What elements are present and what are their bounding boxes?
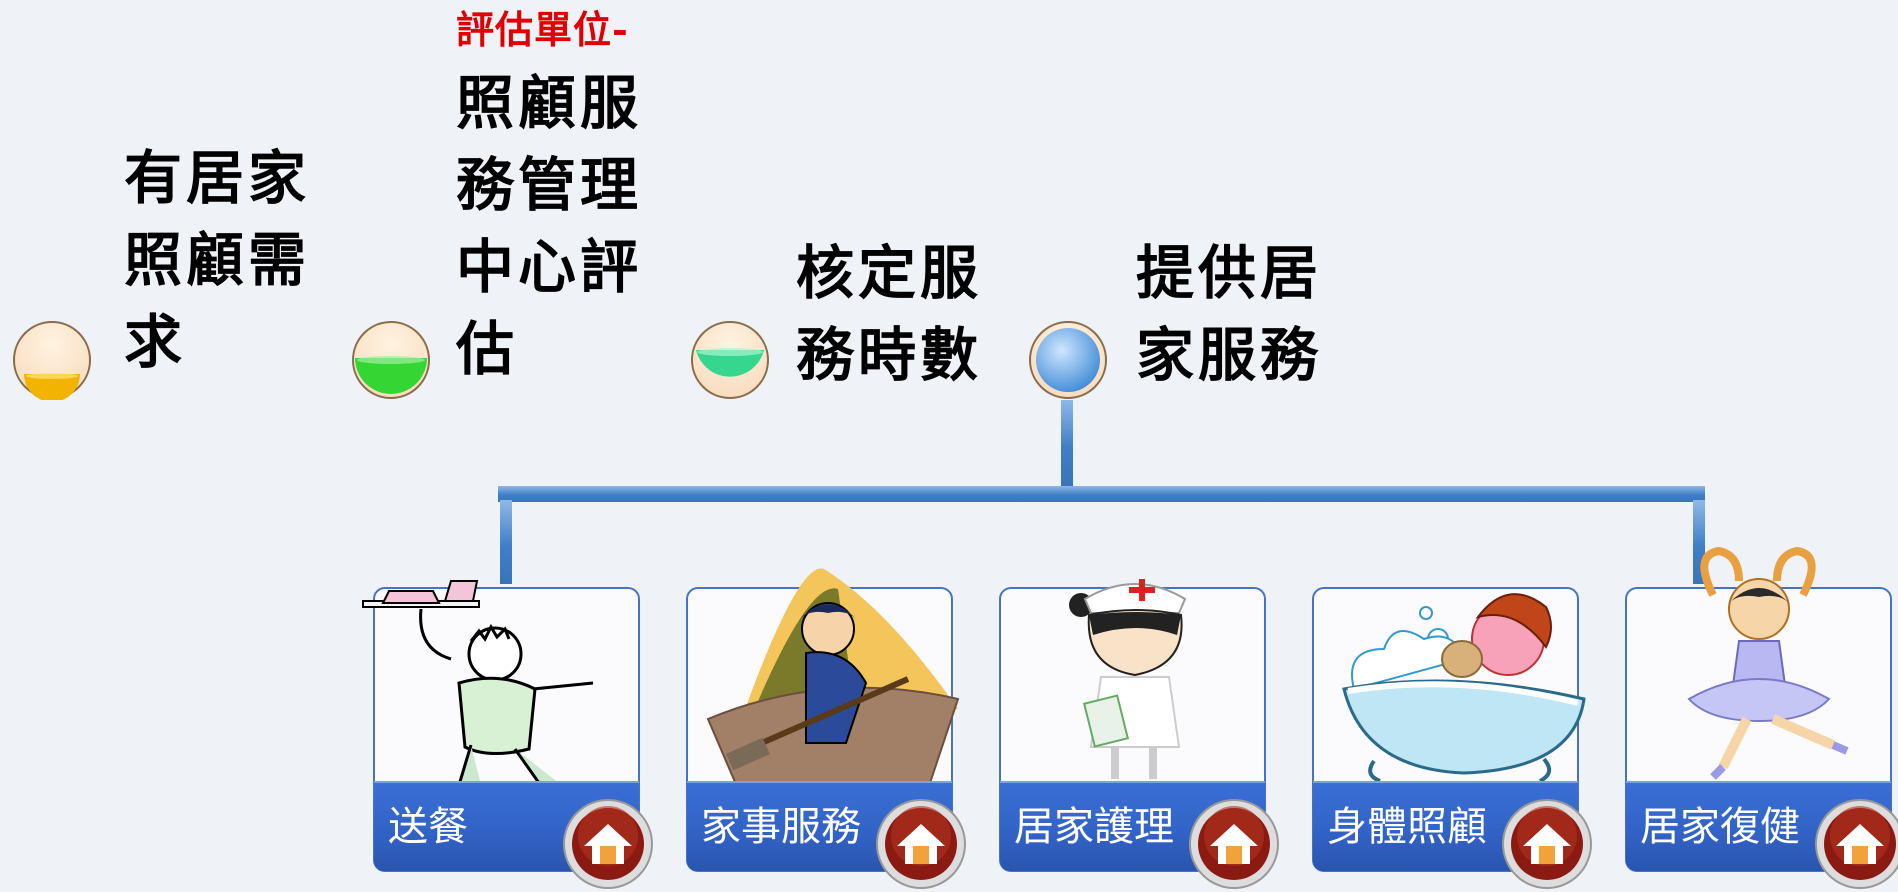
service-label: 居家復健 bbox=[1640, 804, 1800, 850]
step-4-circle-icon bbox=[1029, 321, 1107, 399]
connector-left-drop bbox=[500, 500, 512, 584]
step-1-circle-icon bbox=[13, 321, 91, 400]
nurse-icon bbox=[1069, 579, 1187, 779]
cleaning-icon bbox=[706, 568, 960, 791]
step-2-note: 評估單位- bbox=[456, 7, 629, 52]
ballet-icon bbox=[1687, 546, 1849, 780]
service-label: 身體照顧 bbox=[1327, 804, 1487, 850]
step-2-text: 照顧服 務管理 中心評 估 bbox=[456, 69, 643, 383]
step-4-text: 提供居 家服務 bbox=[1136, 239, 1323, 389]
service-card-meal[interactable]: 送餐 bbox=[362, 580, 653, 889]
service-card-rehabilitation[interactable]: 居家復健 bbox=[1625, 546, 1898, 889]
service-card-personal-care[interactable]: 身體照顧 bbox=[1312, 587, 1592, 889]
step-3-text: 核定服 務時數 bbox=[796, 239, 983, 389]
service-card-home-nursing[interactable]: 居家護理 bbox=[999, 579, 1279, 889]
service-label: 家事服務 bbox=[701, 804, 861, 850]
step-2-circle-icon bbox=[352, 321, 430, 399]
connector-horizontal bbox=[498, 486, 1705, 502]
home-button-icon[interactable] bbox=[560, 796, 656, 892]
home-button-icon[interactable] bbox=[1186, 796, 1282, 892]
bathtub-icon bbox=[1342, 593, 1586, 783]
home-button-icon[interactable] bbox=[1499, 796, 1595, 892]
step-3-circle-icon bbox=[691, 321, 769, 399]
service-label: 送餐 bbox=[388, 804, 468, 850]
home-button-icon[interactable] bbox=[1812, 796, 1898, 892]
connector-vertical bbox=[1061, 400, 1073, 486]
home-button-icon[interactable] bbox=[873, 796, 969, 892]
service-label: 居家護理 bbox=[1014, 804, 1174, 850]
waiter-icon bbox=[362, 580, 594, 787]
service-card-housework[interactable]: 家事服務 bbox=[686, 568, 966, 889]
step-1-text: 有居家 照顧需 求 bbox=[124, 144, 311, 376]
